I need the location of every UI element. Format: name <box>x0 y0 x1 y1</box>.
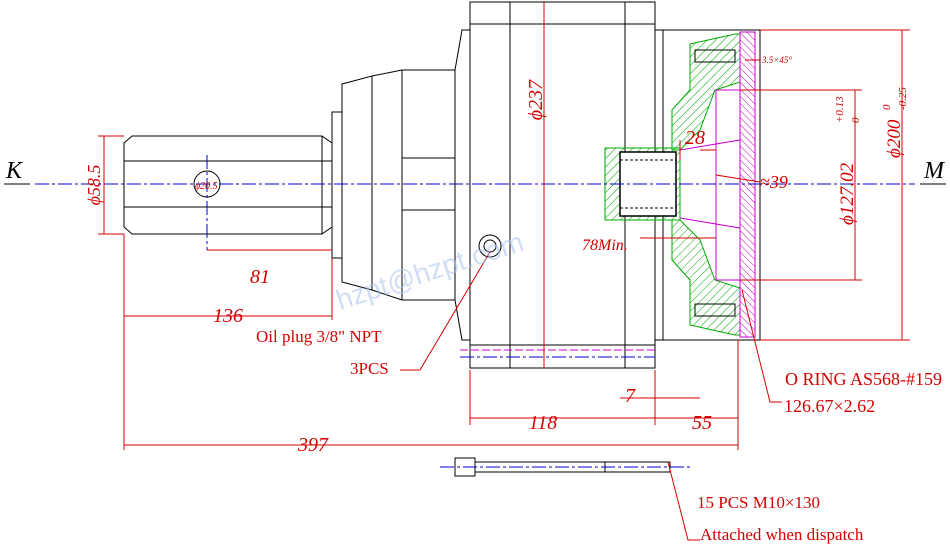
key-dia-label: ϕ20.5 <box>195 181 218 192</box>
dim-39-label: ≈39 <box>760 172 788 192</box>
flange-tol-lower: -0.25 <box>897 87 909 110</box>
pilot-tol-lower: 0 <box>850 117 862 123</box>
bolts-dispatch: Attached when dispatch <box>700 525 864 544</box>
flange-dia-label: ϕ200 <box>884 119 905 158</box>
len-81-label: 81 <box>250 266 270 288</box>
view-markers: K M <box>4 158 946 185</box>
len-118-label: 118 <box>529 412 558 434</box>
view-label-m: M <box>923 158 946 184</box>
chamfer-label: 3.5×45° <box>761 55 792 65</box>
flange-dia-dim: ϕ200 0 -0.25 <box>881 87 909 158</box>
oring-note: O RING AS568-#159 <box>785 369 942 389</box>
dim-28-label: 28 <box>685 127 705 149</box>
shaft-dia-label: ϕ58.5 <box>84 165 104 206</box>
pilot-dia-label: ϕ127.02 <box>837 162 858 225</box>
len-397-label: 397 <box>297 434 329 456</box>
oil-plug-note: Oil plug 3/8" NPT <box>256 327 382 346</box>
center-lines <box>35 155 915 468</box>
len-55-label: 55 <box>692 412 712 434</box>
watermark: hzpt@hzpt.com <box>332 226 527 316</box>
view-label-k: K <box>5 158 24 184</box>
bolts-note: 15 PCS M10×130 <box>697 493 820 512</box>
body-outline <box>123 1 761 477</box>
callout-notes: Oil plug 3/8" NPT 3PCS O RING AS568-#159… <box>256 327 942 544</box>
oil-plug-qty: 3PCS <box>350 359 389 378</box>
pilot-tol-upper: +0.13 <box>834 96 846 123</box>
dim-78-label: 78Min. <box>582 237 628 254</box>
dimension-labels: ϕ58.5 ϕ20.5 81 136 397 118 55 7 ϕ237 28 … <box>84 55 909 456</box>
housing-dia-label: ϕ237 <box>525 79 547 120</box>
dimension-lines <box>98 2 910 541</box>
flange-section <box>460 31 756 351</box>
len-136-label: 136 <box>213 305 243 327</box>
pilot-dia-dim: ϕ127.02 +0.13 0 <box>834 96 862 225</box>
len-7-label: 7 <box>625 385 636 407</box>
flange-tol-upper: 0 <box>881 104 893 110</box>
oring-size: 126.67×2.62 <box>784 396 875 416</box>
